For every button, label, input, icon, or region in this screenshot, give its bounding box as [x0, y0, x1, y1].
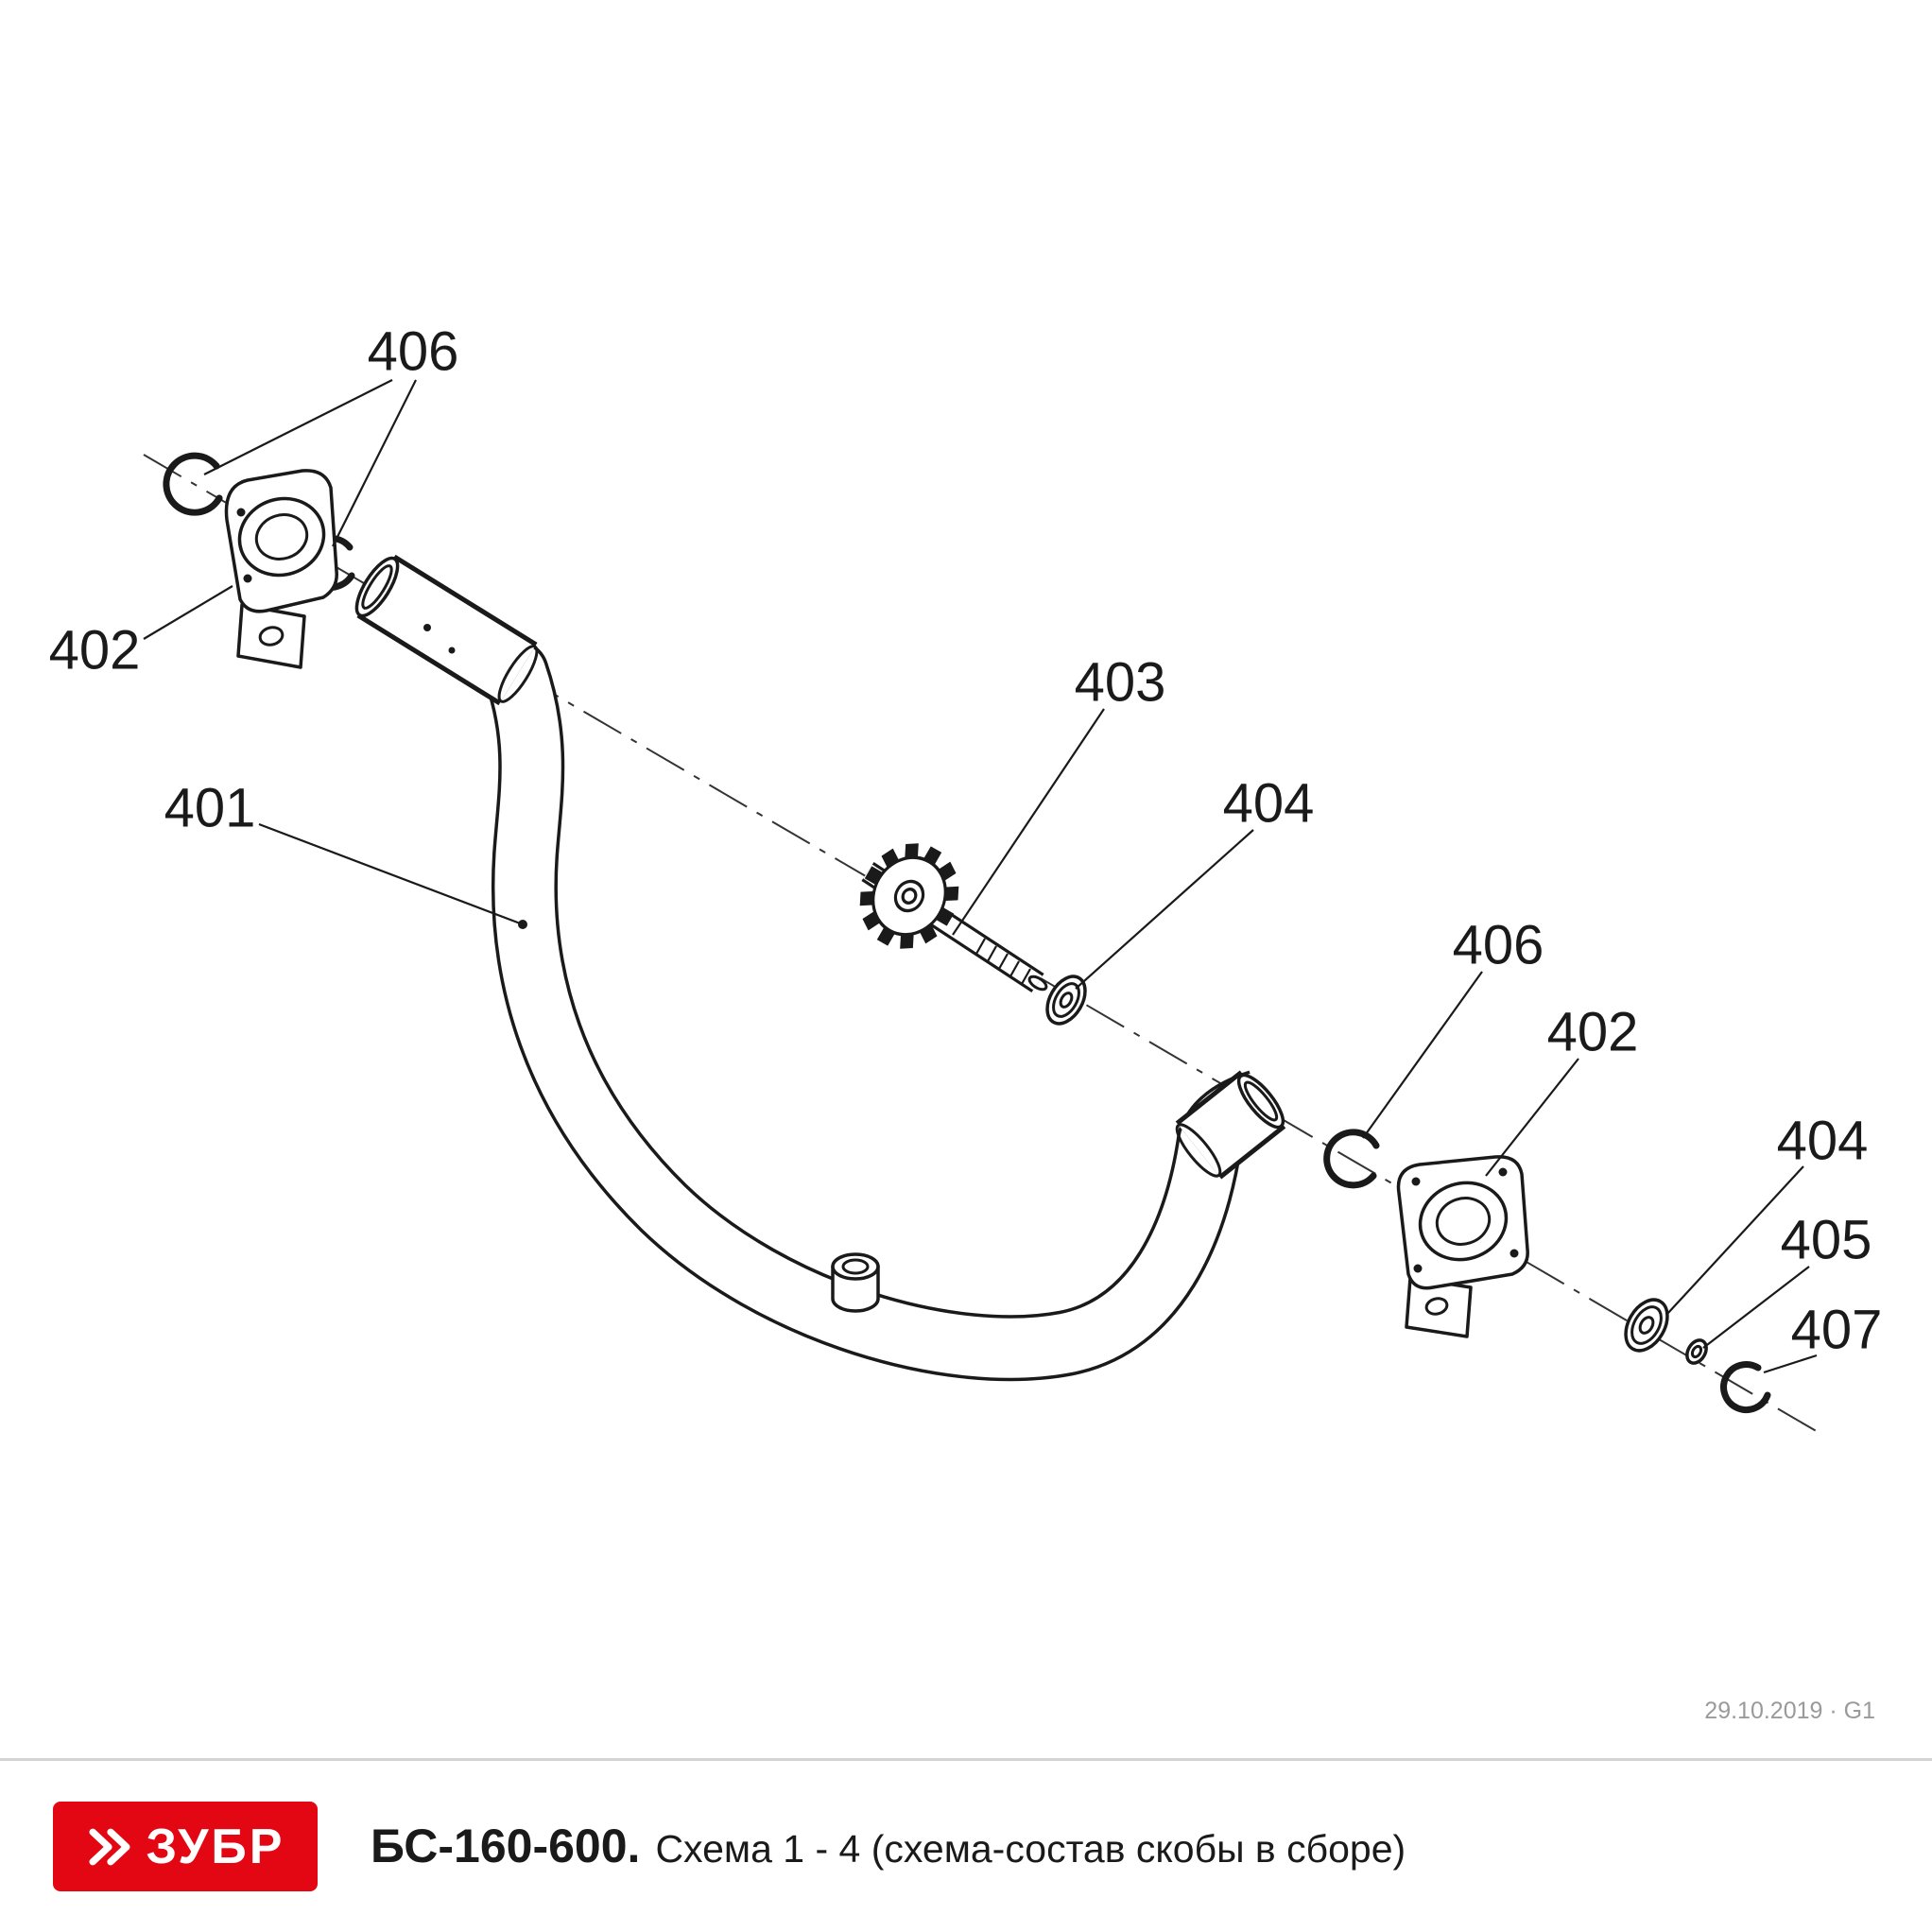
part-bearing-404-mid	[1045, 975, 1087, 1026]
part-bracket-402-right	[1396, 1155, 1529, 1338]
brand-name: ЗУБР	[146, 1819, 285, 1874]
part-ring-406-left-a	[163, 452, 223, 516]
part-label-404-right: 404	[1776, 1110, 1869, 1172]
part-tube-401	[354, 554, 1286, 1382]
part-label-402-right: 402	[1546, 1001, 1639, 1063]
part-label-403: 403	[1074, 651, 1166, 714]
part-washer-405	[1685, 1338, 1708, 1365]
part-label-404-mid: 404	[1222, 772, 1315, 835]
part-gear-shaft-403	[859, 843, 1048, 993]
part-label-407: 407	[1790, 1299, 1883, 1361]
part-label-401: 401	[164, 777, 256, 839]
footer-divider	[0, 1758, 1932, 1761]
part-label-406-top-left: 406	[367, 320, 459, 383]
revision-stamp: 29.10.2019 · G1	[1704, 1698, 1875, 1724]
part-ring-407	[1720, 1361, 1771, 1414]
model-number: БС-160-600.	[371, 1820, 641, 1872]
scheme-subtitle: Схема 1 - 4 (схема-состав скобы в сборе)	[655, 1827, 1406, 1871]
brand-logo: ЗУБР	[53, 1802, 318, 1891]
part-bearing-404-right	[1624, 1298, 1669, 1353]
leader-lines	[143, 379, 1818, 1374]
part-bracket-402-left	[224, 469, 338, 669]
part-label-405: 405	[1780, 1209, 1872, 1271]
zubr-logo-icon	[89, 1828, 131, 1865]
footer-title: БС-160-600. Схема 1 - 4 (схема-состав ск…	[371, 1802, 1406, 1891]
part-label-402-left: 402	[48, 619, 141, 681]
part-ring-406-right	[1323, 1129, 1380, 1189]
part-label-406-right: 406	[1452, 914, 1544, 976]
